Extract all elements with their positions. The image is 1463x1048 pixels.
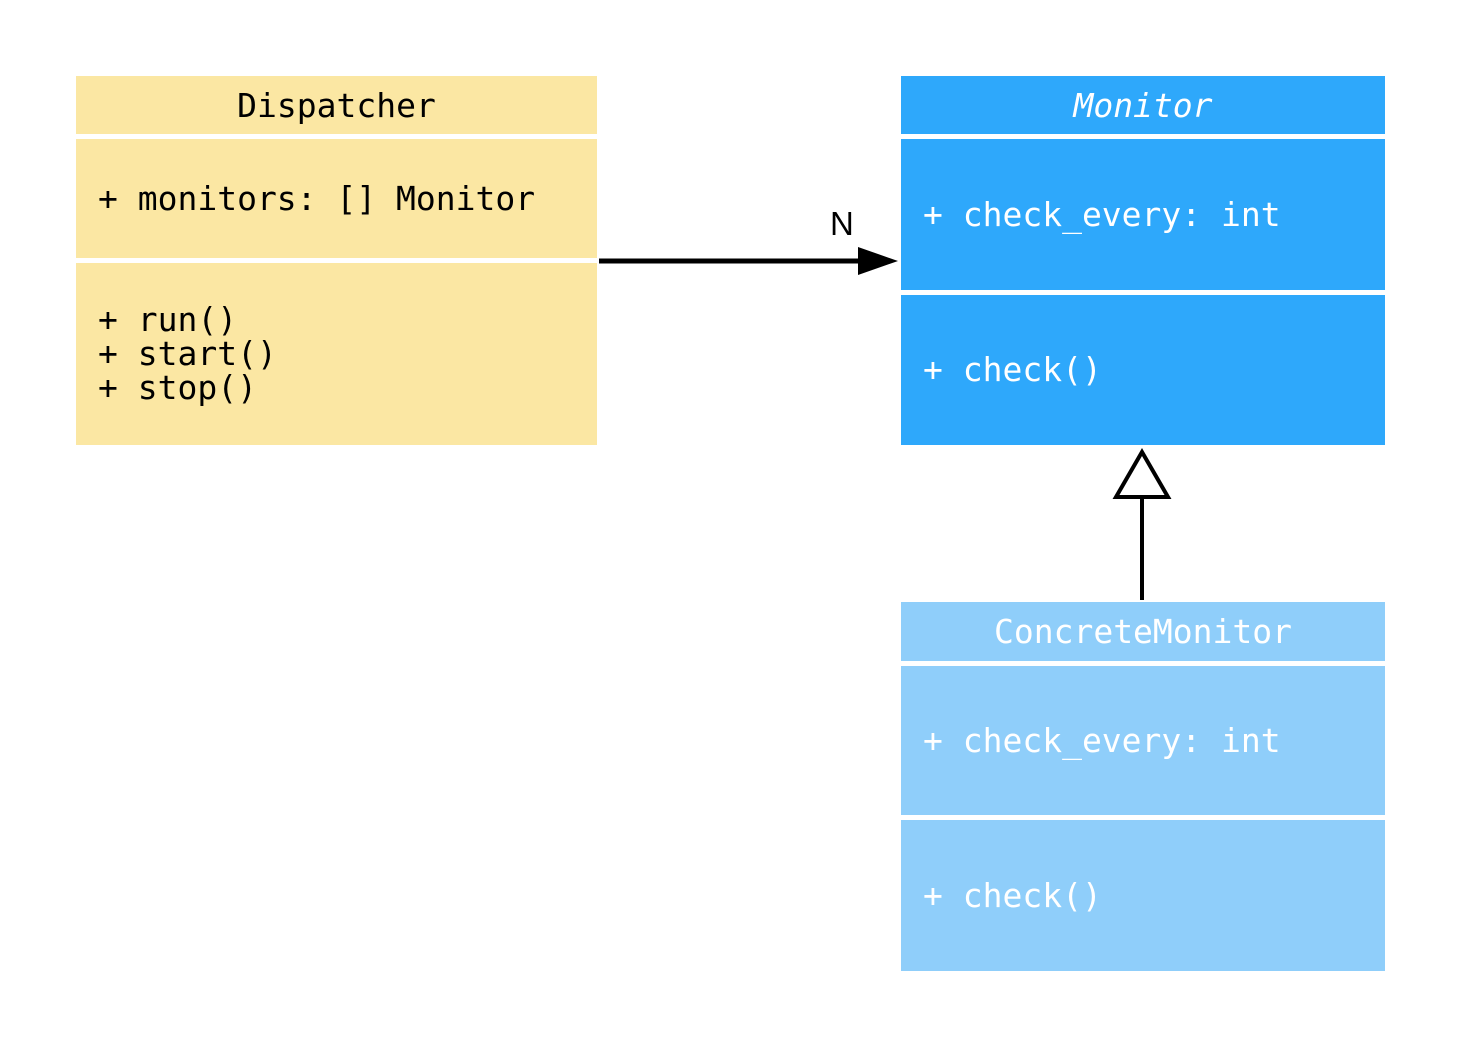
class-title-concrete-monitor: ConcreteMonitor xyxy=(901,602,1385,661)
class-methods-section-dispatcher: + run() + start() + stop() xyxy=(76,263,597,445)
method-line: + stop() xyxy=(98,368,257,407)
attribute-line: + monitors: [] Monitor xyxy=(98,178,536,218)
class-attributes-section-monitor: + check_every: int xyxy=(901,139,1385,290)
class-attributes-section-concrete-monitor: + check_every: int xyxy=(901,666,1385,815)
class-attributes-section-dispatcher: + monitors: [] Monitor xyxy=(76,139,597,258)
class-box-concrete-monitor: ConcreteMonitor + check_every: int + che… xyxy=(901,602,1385,971)
method-line: + check() xyxy=(923,350,1102,389)
inheritance-triangle-icon xyxy=(1112,448,1172,499)
method-line: + run() xyxy=(98,300,238,339)
method-line: + start() xyxy=(98,334,277,373)
attribute-line: + check_every: int xyxy=(923,194,1281,234)
class-title-monitor: Monitor xyxy=(901,76,1385,134)
class-box-dispatcher: Dispatcher + monitors: [] Monitor + run(… xyxy=(76,76,597,445)
class-methods-section-monitor: + check() xyxy=(901,295,1385,445)
association-multiplicity-label: N xyxy=(830,205,854,242)
class-box-monitor: Monitor + check_every: int + check() xyxy=(901,76,1385,445)
association-arrowhead-icon xyxy=(858,247,898,275)
method-line: + check() xyxy=(923,875,1102,915)
attribute-line: + check_every: int xyxy=(923,720,1281,760)
class-title-dispatcher: Dispatcher xyxy=(76,76,597,134)
class-methods-section-concrete-monitor: + check() xyxy=(901,820,1385,971)
